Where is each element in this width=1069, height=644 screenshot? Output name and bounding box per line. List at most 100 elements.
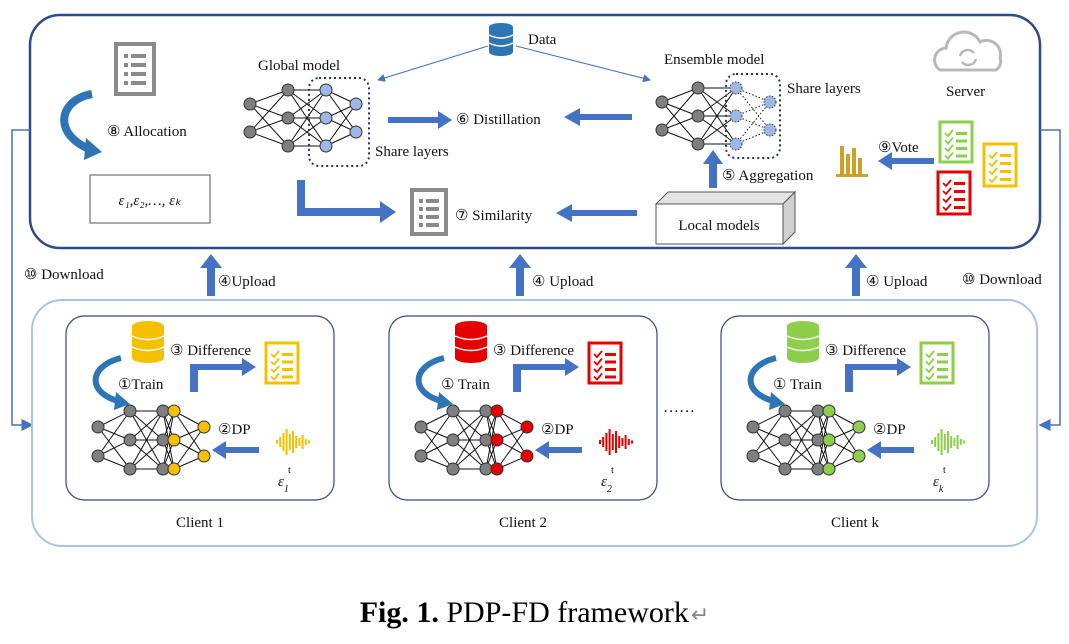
- global-model-network: [243, 83, 363, 153]
- distillation-right-arrow: [564, 108, 632, 126]
- network-node: [243, 125, 257, 139]
- difference-arrow: [845, 358, 911, 392]
- network-node: [167, 404, 181, 418]
- client-epsilon-superscript: t: [288, 465, 291, 476]
- checklist-icon: [982, 142, 1018, 188]
- difference-label: ③ Difference: [825, 343, 906, 359]
- ensemble-share-layers-label: Share layers: [787, 81, 861, 97]
- ensemble-model-network: [655, 81, 777, 151]
- client-epsilon-superscript: t: [611, 465, 614, 476]
- client-epsilon: ε1: [278, 474, 289, 495]
- global-share-layers-label: Share layers: [375, 144, 449, 160]
- distillation-label: ⑥ Distillation: [456, 112, 541, 128]
- train-curved-arrow: [92, 355, 123, 405]
- noise-wave-icon: [599, 429, 633, 455]
- network-node: [729, 137, 743, 151]
- caption-title: PDP-FD framework: [438, 596, 689, 629]
- client-name: Client 1: [176, 515, 224, 531]
- network-node: [490, 404, 504, 418]
- network-node: [91, 449, 105, 463]
- network-node: [479, 462, 493, 476]
- network-node: [156, 404, 170, 418]
- network-node: [123, 462, 137, 476]
- figure-caption: Fig. 1. PDP-FD framework↵: [0, 596, 1069, 630]
- network-node: [490, 433, 504, 447]
- download-line-right: [1038, 129, 1061, 431]
- global-share-layers-box: [308, 77, 370, 167]
- network-node: [655, 95, 669, 109]
- difference-label: ③ Difference: [493, 343, 574, 359]
- network-node: [655, 123, 669, 137]
- client-name: Client 2: [499, 515, 547, 531]
- network-node: [811, 433, 825, 447]
- upload-label-2: ④ Upload: [532, 274, 594, 290]
- network-node: [822, 433, 836, 447]
- allocation-curved-arrow: [60, 90, 94, 154]
- network-node: [811, 462, 825, 476]
- server-box: [28, 13, 1042, 250]
- network-node: [446, 433, 460, 447]
- network-node: [852, 449, 866, 463]
- dp-label: ②DP: [873, 422, 906, 438]
- network-node: [479, 433, 493, 447]
- download-label-left: ⑩ Download: [24, 267, 104, 283]
- network-node: [446, 462, 460, 476]
- network-node: [479, 404, 493, 418]
- train-label: ① Train: [441, 377, 490, 393]
- caption-figure-number: Fig. 1.: [359, 596, 439, 629]
- network-node: [490, 462, 504, 476]
- allocation-list-icon: [114, 42, 156, 96]
- network-node: [811, 404, 825, 418]
- network-node: [156, 433, 170, 447]
- return-symbol-icon: ↵: [690, 602, 710, 627]
- difference-arrow: [190, 358, 256, 392]
- network-node: [414, 449, 428, 463]
- network-node: [822, 404, 836, 418]
- cloud-sync-icon: [933, 30, 1003, 72]
- checklist-icon: [587, 341, 623, 385]
- similarity-list-icon: [410, 188, 448, 236]
- ensemble-share-layers-box: [725, 73, 781, 159]
- network-node: [197, 420, 211, 434]
- network-node: [520, 449, 534, 463]
- network-node: [197, 449, 211, 463]
- epsilon-box: [89, 174, 211, 224]
- local-models-box: [654, 190, 797, 246]
- client-network: [746, 404, 866, 476]
- network-node: [746, 449, 760, 463]
- client-epsilon: ε2: [601, 474, 612, 495]
- dp-label: ②DP: [218, 422, 251, 438]
- network-node: [520, 420, 534, 434]
- network-node: [319, 111, 333, 125]
- network-node: [414, 420, 428, 434]
- network-node: [746, 420, 760, 434]
- checklist-icon: [264, 341, 300, 385]
- vote-arrow: [878, 152, 934, 170]
- local-to-similarity-arrow: [556, 204, 637, 222]
- train-label: ① Train: [773, 377, 822, 393]
- network-node: [729, 109, 743, 123]
- train-label: ①Train: [118, 377, 164, 393]
- checklist-icon: [919, 341, 955, 385]
- vote-checklists: [936, 120, 1018, 216]
- distillation-left-arrow: [388, 111, 452, 129]
- local-models-label: Local models: [678, 218, 759, 234]
- global-model-label: Global model: [258, 58, 340, 74]
- client-database-icon: [786, 321, 820, 363]
- network-node: [281, 83, 295, 97]
- checklist-icon: [938, 120, 974, 164]
- network-node: [123, 404, 137, 418]
- difference-label: ③ Difference: [170, 343, 251, 359]
- client-network: [91, 404, 211, 476]
- network-node: [349, 125, 363, 139]
- noise-wave-icon: [276, 429, 310, 455]
- network-node: [319, 139, 333, 153]
- network-node: [778, 462, 792, 476]
- network-node: [691, 137, 705, 151]
- vote-label: ⑨Vote: [878, 140, 919, 156]
- download-line-left: [11, 129, 34, 431]
